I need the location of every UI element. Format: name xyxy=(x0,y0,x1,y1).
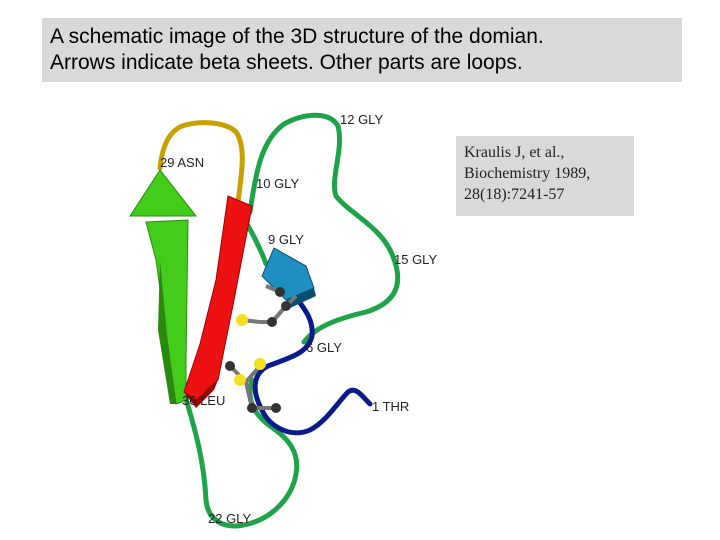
caption-line-1: A schematic image of the 3D structure of… xyxy=(50,25,544,48)
label-1-thr: 1 THR xyxy=(372,399,409,414)
label-29-asn: 29 ASN xyxy=(160,155,204,170)
caption-line-2: Arrows indicate beta sheets. Other parts… xyxy=(50,51,523,74)
label-36-leu: 36 LEU xyxy=(182,393,225,408)
caption-box: A schematic image of the 3D structure of… xyxy=(42,18,682,82)
label-9-gly: 9 GLY xyxy=(268,232,304,247)
citation-line-1: Kraulis J, et al., xyxy=(464,144,565,161)
label-22-gly: 22 GLY xyxy=(208,511,251,526)
loop-green-upper xyxy=(247,112,401,345)
label-10-gly: 10 GLY xyxy=(256,176,299,191)
label-12-gly: 12 GLY xyxy=(340,112,383,127)
disulfide-bond-lower xyxy=(225,358,281,413)
loop-green-lower xyxy=(181,377,300,529)
beta-sheet-green-arrow xyxy=(129,169,198,405)
loop-gold xyxy=(157,120,245,205)
citation-line-2: Biochemistry 1989, xyxy=(464,165,591,182)
label-15-gly: 15 GLY xyxy=(394,252,437,267)
label-6-gly: 6 GLY xyxy=(306,340,342,355)
beta-sheet-blue-arrow xyxy=(261,247,316,308)
citation-box: Kraulis J, et al., Biochemistry 1989, 28… xyxy=(456,136,634,216)
disulfide-bond-upper xyxy=(236,284,298,327)
citation-line-3: 28(18):7241-57 xyxy=(464,186,565,203)
loop-green-mid xyxy=(243,219,269,267)
beta-sheet-red xyxy=(183,195,253,408)
